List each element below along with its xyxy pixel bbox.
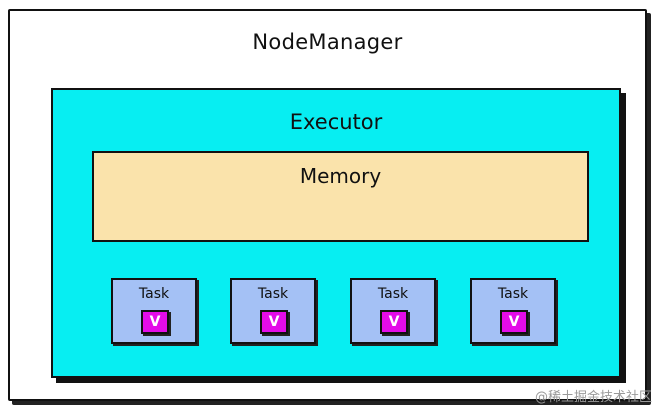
- task-label: Task: [257, 286, 289, 302]
- node-manager-label: NodeManager: [252, 30, 403, 54]
- task-value-box: V: [380, 310, 408, 334]
- task-value-box: V: [500, 310, 528, 334]
- memory-box: Memory: [92, 151, 589, 242]
- task-box: Task V: [230, 278, 316, 344]
- task-label: Task: [377, 286, 409, 302]
- watermark: @稀土掘金技术社区: [534, 390, 652, 405]
- executor-label: Executor: [289, 110, 383, 134]
- task-box: Task V: [470, 278, 556, 344]
- memory-label: Memory: [299, 164, 382, 188]
- task-value-box: V: [260, 310, 288, 334]
- task-label: Task: [497, 286, 529, 302]
- node-manager-box: NodeManager Executor Memory Task V Task …: [8, 9, 647, 401]
- task-label: Task: [138, 286, 170, 302]
- task-box: Task V: [111, 278, 197, 344]
- task-box: Task V: [350, 278, 436, 344]
- executor-box: Executor Memory Task V Task V Task V Tas…: [51, 88, 621, 378]
- task-value-box: V: [141, 310, 169, 334]
